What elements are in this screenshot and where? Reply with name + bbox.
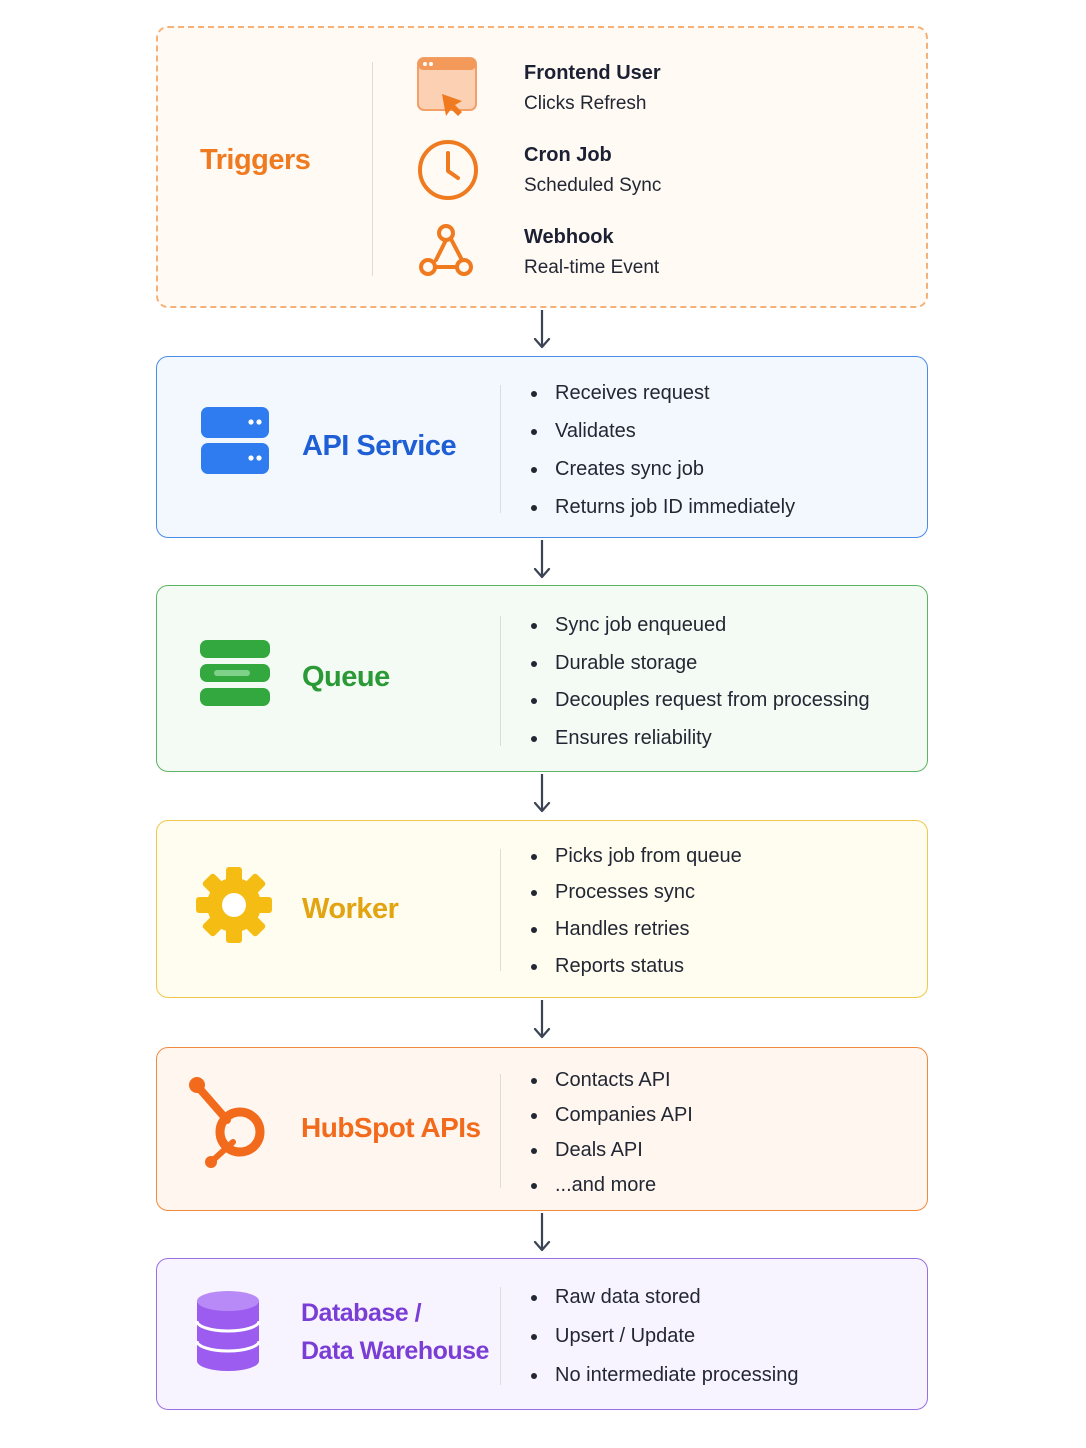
- database-box: Database / Data Warehouse Raw data store…: [156, 1258, 928, 1410]
- database-divider: [500, 1287, 501, 1385]
- list-item: Processes sync: [530, 881, 696, 903]
- webhook-icon: [419, 224, 473, 276]
- triggers-box: Triggers Frontend User Clicks Refresh Cr…: [156, 26, 928, 308]
- arrow-api-to-queue: [533, 540, 551, 579]
- database-title-line2: Data Warehouse: [301, 1337, 489, 1365]
- list-item: Picks job from queue: [531, 845, 742, 867]
- list-item: ...and more: [530, 1174, 657, 1196]
- list-item: Reports status: [531, 955, 684, 977]
- list-item: Deals API: [531, 1139, 643, 1161]
- list-item: Companies API: [531, 1104, 693, 1126]
- trigger-desc-webhook: Real-time Event: [524, 257, 660, 278]
- hubspot-divider: [500, 1074, 501, 1188]
- triggers-divider: [372, 62, 373, 276]
- list-item: Handles retries: [531, 918, 690, 940]
- trigger-name-webhook: Webhook: [524, 226, 614, 248]
- list-item: Validates: [531, 420, 636, 442]
- trigger-desc-frontend: Clicks Refresh: [524, 93, 647, 114]
- clock-icon: [418, 140, 478, 200]
- worker-divider: [500, 849, 501, 971]
- list-item: No intermediate processing: [530, 1364, 799, 1386]
- queue-title: Queue: [302, 661, 390, 693]
- database-title-line1: Database /: [301, 1299, 422, 1327]
- worker-box: Worker Picks job from queue Processes sy…: [156, 820, 928, 998]
- queue-divider: [500, 616, 501, 746]
- list-item: Upsert / Update: [530, 1325, 696, 1347]
- list-item: Ensures reliability: [531, 727, 712, 749]
- api-service-title: API Service: [302, 430, 457, 462]
- gear-icon: [196, 867, 272, 943]
- worker-title: Worker: [302, 893, 399, 925]
- list-item: Sync job enqueued: [530, 614, 727, 636]
- hubspot-title: HubSpot APIs: [301, 1112, 481, 1143]
- trigger-name-frontend: Frontend User: [524, 62, 661, 84]
- queue-icon: [200, 640, 270, 706]
- trigger-name-cron: Cron Job: [524, 144, 612, 166]
- server-icon: [201, 407, 269, 474]
- api-divider: [500, 385, 501, 513]
- arrow-queue-to-worker: [533, 774, 551, 813]
- queue-box: Queue Sync job enqueued Durable storage …: [156, 585, 928, 772]
- arrow-worker-to-hubspot: [533, 1000, 551, 1039]
- triggers-title: Triggers: [200, 144, 311, 176]
- list-item: Raw data stored: [531, 1286, 701, 1308]
- list-item: Creates sync job: [531, 458, 704, 480]
- arrow-hubspot-to-database: [533, 1213, 551, 1252]
- list-item: Decouples request from processing: [531, 689, 870, 711]
- arrow-triggers-to-api: [533, 310, 551, 349]
- list-item: Returns job ID immediately: [530, 496, 796, 518]
- trigger-desc-cron: Scheduled Sync: [524, 175, 662, 196]
- browser-cursor-icon: [417, 57, 477, 116]
- api-service-box: API Service Receives request Validates C…: [156, 356, 928, 538]
- hubspot-icon: [189, 1077, 265, 1168]
- list-item: Receives request: [531, 382, 710, 404]
- list-item: Durable storage: [530, 652, 698, 674]
- hubspot-box: HubSpot APIs Contacts API Companies API …: [156, 1047, 928, 1211]
- list-item: Contacts API: [531, 1069, 671, 1091]
- database-icon: [195, 1291, 261, 1371]
